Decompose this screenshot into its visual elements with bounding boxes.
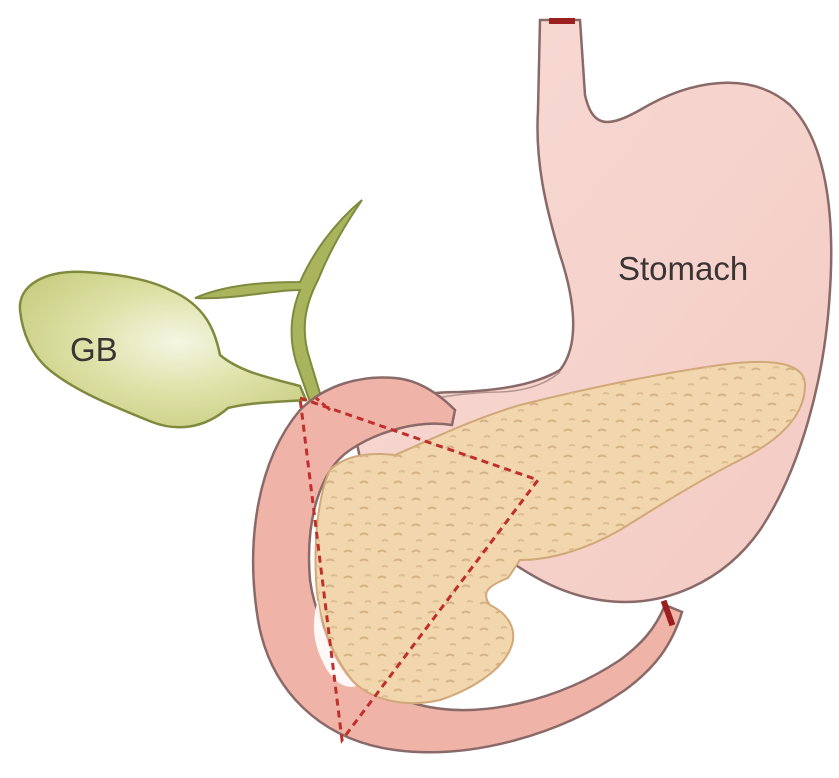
stomach-label: Stomach [618, 250, 748, 287]
esophagus-cut-end-icon [549, 18, 575, 24]
gallbladder-icon [20, 272, 306, 427]
gallbladder-label: GB [70, 331, 118, 368]
